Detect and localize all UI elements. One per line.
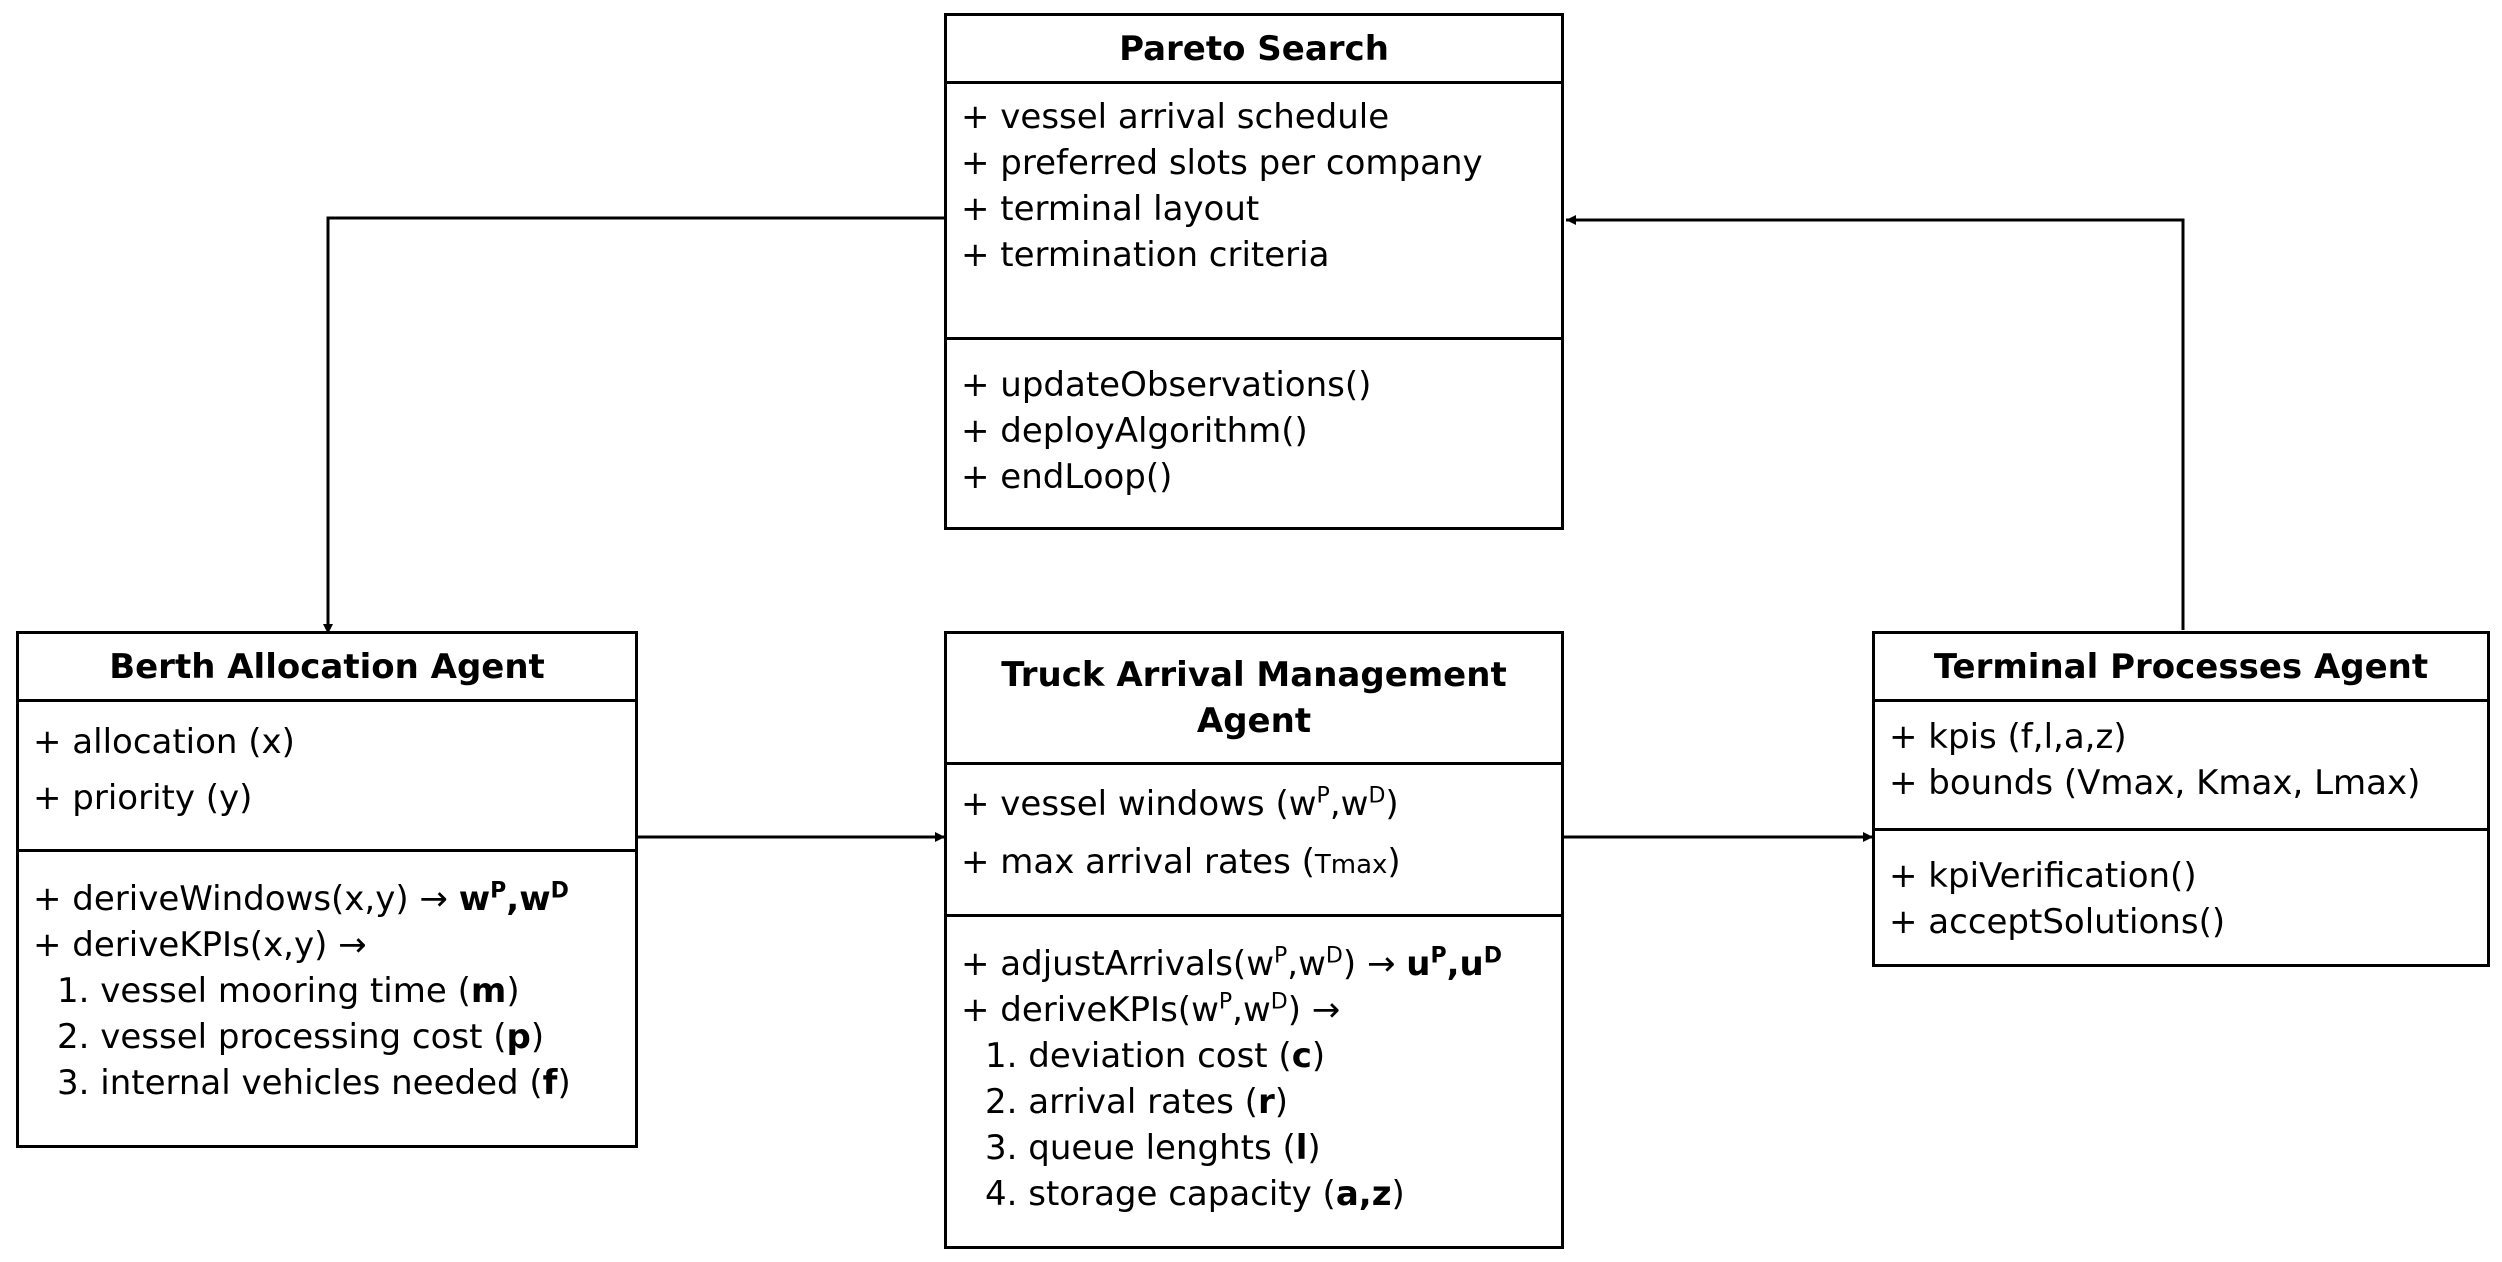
truck-agent-title-line2: Agent xyxy=(1196,701,1312,741)
truck-kpi-item: 3. queue lenghts (l) xyxy=(985,1128,1321,1168)
terminal-agent-attributes: + kpis (f,l,a,z) + bounds (Vmax, Kmax, L… xyxy=(1875,702,2487,828)
truck-arrival-agent-class: Truck Arrival Management Agent + vessel … xyxy=(944,631,1564,1249)
truck-attr-max-arrival-rates: + max arrival rates (Tmax) xyxy=(961,842,1401,882)
berth-agent-methods: + deriveWindows(x,y) → wP,wD + deriveKPI… xyxy=(19,849,635,1106)
pareto-attr: + terminal layout xyxy=(961,189,1260,229)
pareto-search-attributes: + vessel arrival schedule + preferred sl… xyxy=(947,84,1561,337)
pareto-method: + deployAlgorithm() xyxy=(961,411,1308,451)
pareto-attr: + preferred slots per company xyxy=(961,143,1483,183)
terminal-attr: + kpis (f,l,a,z) xyxy=(1889,717,2127,757)
pareto-method: + updateObservations() xyxy=(961,365,1372,405)
truck-agent-title: Truck Arrival Management Agent xyxy=(947,634,1561,765)
pareto-attr: + termination criteria xyxy=(961,235,1330,275)
arrow-pareto-to-berth xyxy=(323,216,946,634)
berth-method-derive-windows: + deriveWindows(x,y) → wP,wD xyxy=(33,878,569,919)
pareto-method: + endLoop() xyxy=(961,457,1173,497)
terminal-agent-title: Terminal Processes Agent xyxy=(1875,634,2487,702)
truck-agent-methods: + adjustArrivals(wP,wD) → uP,uD + derive… xyxy=(947,914,1561,1217)
berth-kpi-item: 3. internal vehicles needed (f) xyxy=(57,1063,571,1103)
truck-kpi-item: 4. storage capacity (a,z) xyxy=(985,1174,1405,1214)
terminal-method: + kpiVerification() xyxy=(1889,856,2197,896)
truck-agent-title-line1: Truck Arrival Management xyxy=(1001,655,1507,695)
pareto-search-title: Pareto Search xyxy=(947,16,1561,84)
arrow-terminal-to-pareto xyxy=(1566,215,2185,630)
berth-agent-title: Berth Allocation Agent xyxy=(19,634,635,702)
terminal-processes-agent-class: Terminal Processes Agent + kpis (f,l,a,z… xyxy=(1872,631,2490,967)
berth-attr-priority: + priority (y) xyxy=(33,778,253,818)
pareto-search-class: Pareto Search + vessel arrival schedule … xyxy=(944,13,1564,530)
terminal-attr: + bounds (Vmax, Kmax, Lmax) xyxy=(1889,763,2421,803)
truck-method-derive-kpis: + deriveKPIs(wP,wD) → xyxy=(961,989,1341,1030)
berth-allocation-agent-class: Berth Allocation Agent + allocation (x) … xyxy=(16,631,638,1148)
berth-method-derive-kpis: + deriveKPIs(x,y) → xyxy=(33,925,367,965)
terminal-agent-methods: + kpiVerification() + acceptSolutions() xyxy=(1875,828,2487,945)
berth-attr-allocation: + allocation (x) xyxy=(33,722,295,762)
truck-agent-attributes: + vessel windows (wP,wD) + max arrival r… xyxy=(947,765,1561,914)
berth-kpi-item: 1. vessel mooring time (m) xyxy=(57,971,520,1011)
pareto-search-methods: + updateObservations() + deployAlgorithm… xyxy=(947,337,1561,500)
berth-kpi-item: 2. vessel processing cost (p) xyxy=(57,1017,545,1057)
terminal-method: + acceptSolutions() xyxy=(1889,902,2226,942)
berth-agent-attributes: + allocation (x) + priority (y) xyxy=(19,702,635,849)
pareto-attr: + vessel arrival schedule xyxy=(961,97,1390,137)
truck-attr-vessel-windows: + vessel windows (wP,wD) xyxy=(961,783,1399,824)
truck-kpi-item: 1. deviation cost (c) xyxy=(985,1036,1326,1076)
truck-method-adjust-arrivals: + adjustArrivals(wP,wD) → uP,uD xyxy=(961,943,1502,984)
truck-kpi-item: 2. arrival rates (r) xyxy=(985,1082,1288,1122)
